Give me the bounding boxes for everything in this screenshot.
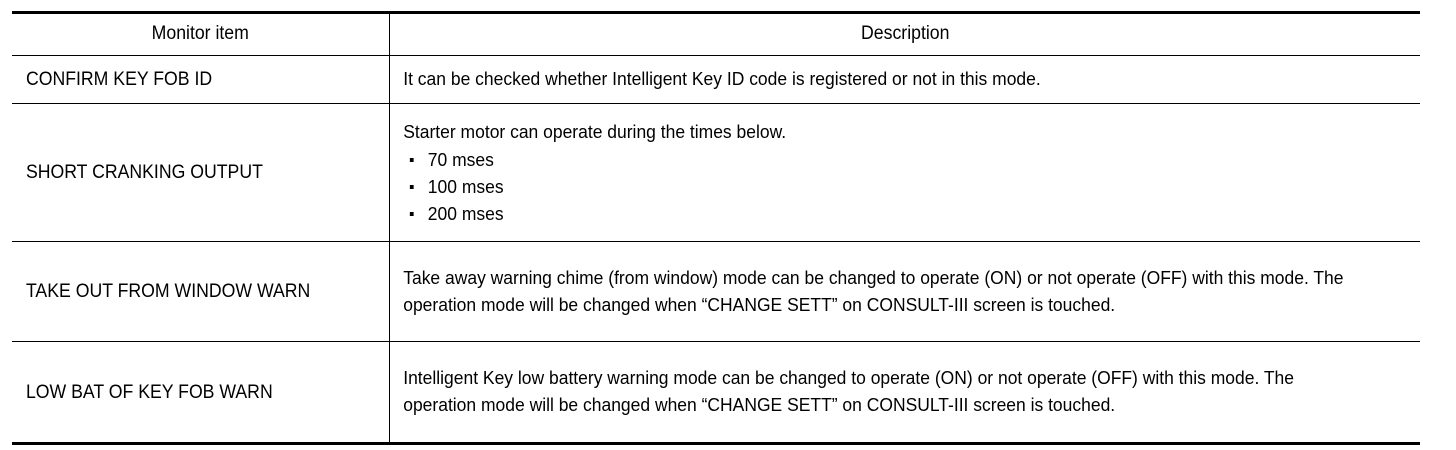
column-header-description: Description	[389, 11, 1420, 56]
description-text: Starter motor can operate during the tim…	[402, 120, 786, 142]
monitor-item-label: CONFIRM KEY FOB ID	[25, 69, 213, 90]
description-text: Take away warning chime (from window) mo…	[402, 266, 1344, 315]
description-block: Starter motor can operate during the tim…	[390, 109, 1364, 237]
description-text: It can be checked whether Intelligent Ke…	[402, 68, 1041, 89]
description-block: Take away warning chime (from window) mo…	[390, 255, 1364, 329]
table-row: TAKE OUT FROM WINDOW WARN Take away warn…	[12, 241, 1420, 342]
table-cell-description: Take away warning chime (from window) mo…	[389, 241, 1420, 342]
bullet-icon	[409, 211, 414, 216]
table-cell-monitor-item: SHORT CRANKING OUTPUT	[12, 103, 390, 242]
bullet-icon	[409, 184, 414, 189]
description-text: Intelligent Key low battery warning mode…	[402, 367, 1294, 415]
table-header: Monitor item Description	[12, 11, 1420, 56]
description-bullet-list: 70 mses 100 mses 200 mses	[403, 146, 1350, 227]
table-row: CONFIRM KEY FOB ID It can be checked whe…	[12, 55, 1420, 104]
list-item-label: 100 mses	[427, 175, 504, 197]
description-block: Intelligent Key low battery warning mode…	[390, 355, 1364, 429]
description-block: It can be checked whether Intelligent Ke…	[390, 56, 1364, 103]
column-header-monitor-item: Monitor item	[12, 11, 390, 56]
table-row: SHORT CRANKING OUTPUT Starter motor can …	[12, 103, 1420, 242]
bullet-icon	[409, 157, 414, 162]
list-item: 200 mses	[403, 200, 1350, 227]
monitor-item-label: SHORT CRANKING OUTPUT	[25, 162, 263, 183]
list-item-label: 70 mses	[427, 148, 494, 170]
table-cell-description: Starter motor can operate during the tim…	[389, 103, 1420, 242]
table-header-row: Monitor item Description	[12, 11, 1420, 56]
table-cell-description: Intelligent Key low battery warning mode…	[389, 341, 1420, 445]
monitor-item-label: LOW BAT OF KEY FOB WARN	[25, 381, 273, 403]
table-cell-monitor-item: CONFIRM KEY FOB ID	[12, 55, 390, 104]
table-cell-monitor-item: TAKE OUT FROM WINDOW WARN	[12, 241, 390, 342]
table-row: LOW BAT OF KEY FOB WARN Intelligent Key …	[12, 341, 1420, 445]
monitor-item-label: TAKE OUT FROM WINDOW WARN	[25, 281, 311, 302]
table-cell-description: It can be checked whether Intelligent Ke…	[389, 55, 1420, 104]
column-header-description-label: Description	[860, 23, 949, 44]
list-item: 100 mses	[403, 173, 1350, 200]
table-cell-monitor-item: LOW BAT OF KEY FOB WARN	[12, 341, 390, 445]
table-body: CONFIRM KEY FOB ID It can be checked whe…	[12, 55, 1420, 445]
monitor-item-table: Monitor item Description CONFIRM KEY FOB…	[12, 11, 1420, 445]
list-item-label: 200 mses	[427, 202, 504, 224]
column-header-monitor-item-label: Monitor item	[151, 23, 249, 44]
list-item: 70 mses	[403, 146, 1350, 173]
